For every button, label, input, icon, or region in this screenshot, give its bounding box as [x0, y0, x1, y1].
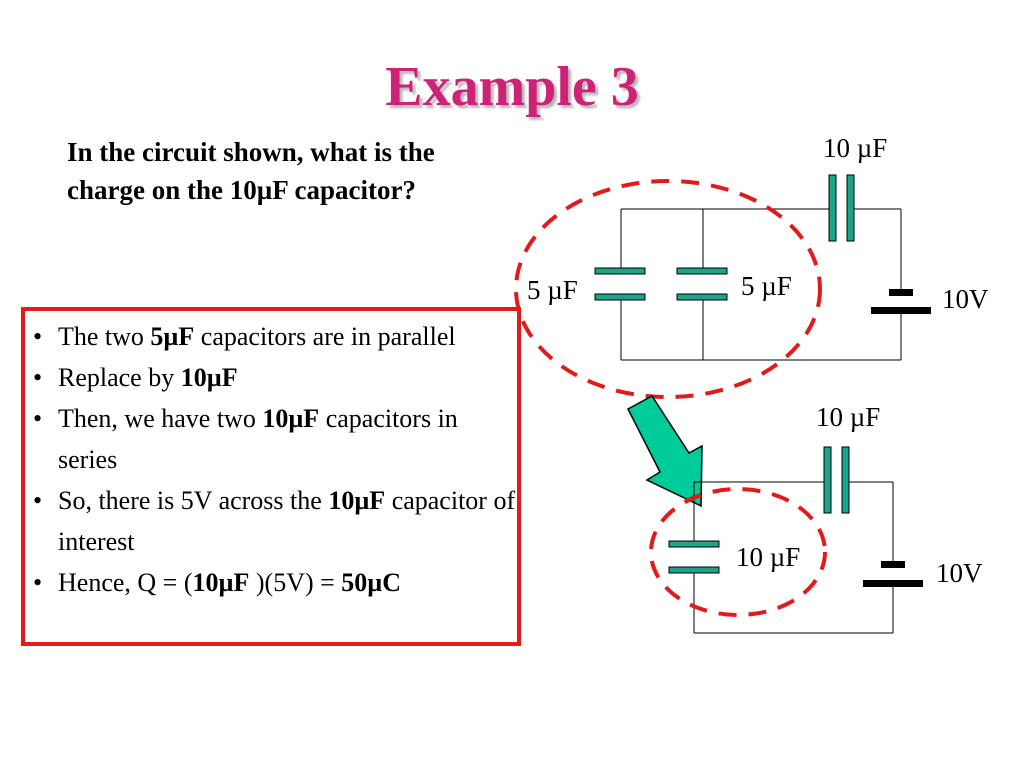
bottom-battery: [863, 561, 923, 587]
bottom-equiv-cap-label: 10 µF: [736, 542, 800, 572]
bottom-circuit: [693, 481, 894, 634]
top-highlight-ellipse: [514, 179, 822, 399]
top-battery: [871, 289, 931, 314]
top-battery-label: 10V: [942, 284, 989, 314]
bottom-highlight-ellipse: [649, 487, 827, 617]
bottom-equiv-capacitor: [668, 540, 720, 574]
bullet-text: capacitors in series: [58, 404, 458, 474]
top-circuit: [620, 208, 902, 361]
down-arrow-icon: [627, 395, 703, 508]
bullet-item: Hence, Q = (10µF )(5V) = 50µC: [30, 562, 522, 603]
bullet-text: Then, we have two: [58, 404, 263, 433]
bullet-text: The two: [58, 322, 151, 351]
top-left-cap-label: 5 µF: [527, 275, 578, 305]
bullet-item: Then, we have two 10µF capacitors in ser…: [30, 398, 522, 480]
bottom-series-capacitor: [823, 446, 850, 514]
bullet-text: So, there is 5V across the: [58, 486, 329, 515]
bullet-bold-text: 5µF: [150, 322, 195, 351]
bottom-series-cap-label: 10 µF: [816, 402, 880, 432]
bullet-text: capacitor of interest: [58, 486, 516, 556]
top-right-cap-label: 5 µF: [741, 271, 792, 301]
bullet-bold-text: 10µF: [328, 486, 386, 515]
answer-bullets: The two 5µF capacitors are in parallelRe…: [30, 316, 522, 603]
bullet-bold-text: 10µF: [192, 568, 250, 597]
top-mid-capacitor: [676, 267, 728, 301]
top-series-cap-label: 10 µF: [823, 133, 887, 163]
bullet-bold-text: 10µF: [262, 404, 320, 433]
question-text: In the circuit shown, what is the charge…: [67, 137, 435, 205]
bullet-text: Replace by: [58, 363, 181, 392]
bullet-bold-text: 10µF: [180, 363, 238, 392]
bullet-item: The two 5µF capacitors are in parallel: [30, 316, 522, 357]
slide-title: Example 3: [385, 56, 639, 118]
top-left-capacitor: [594, 267, 646, 301]
bullet-item: So, there is 5V across the 10µF capacito…: [30, 480, 522, 562]
bullet-bold-text: 50µC: [341, 568, 402, 597]
bottom-battery-label: 10V: [936, 558, 983, 588]
bullet-text: )(5V) =: [249, 568, 342, 597]
bullet-text: Hence, Q = (: [58, 568, 193, 597]
bullet-text: capacitors are in parallel: [194, 322, 456, 351]
bullet-item: Replace by 10µF: [30, 357, 522, 398]
top-series-capacitor: [828, 174, 855, 242]
